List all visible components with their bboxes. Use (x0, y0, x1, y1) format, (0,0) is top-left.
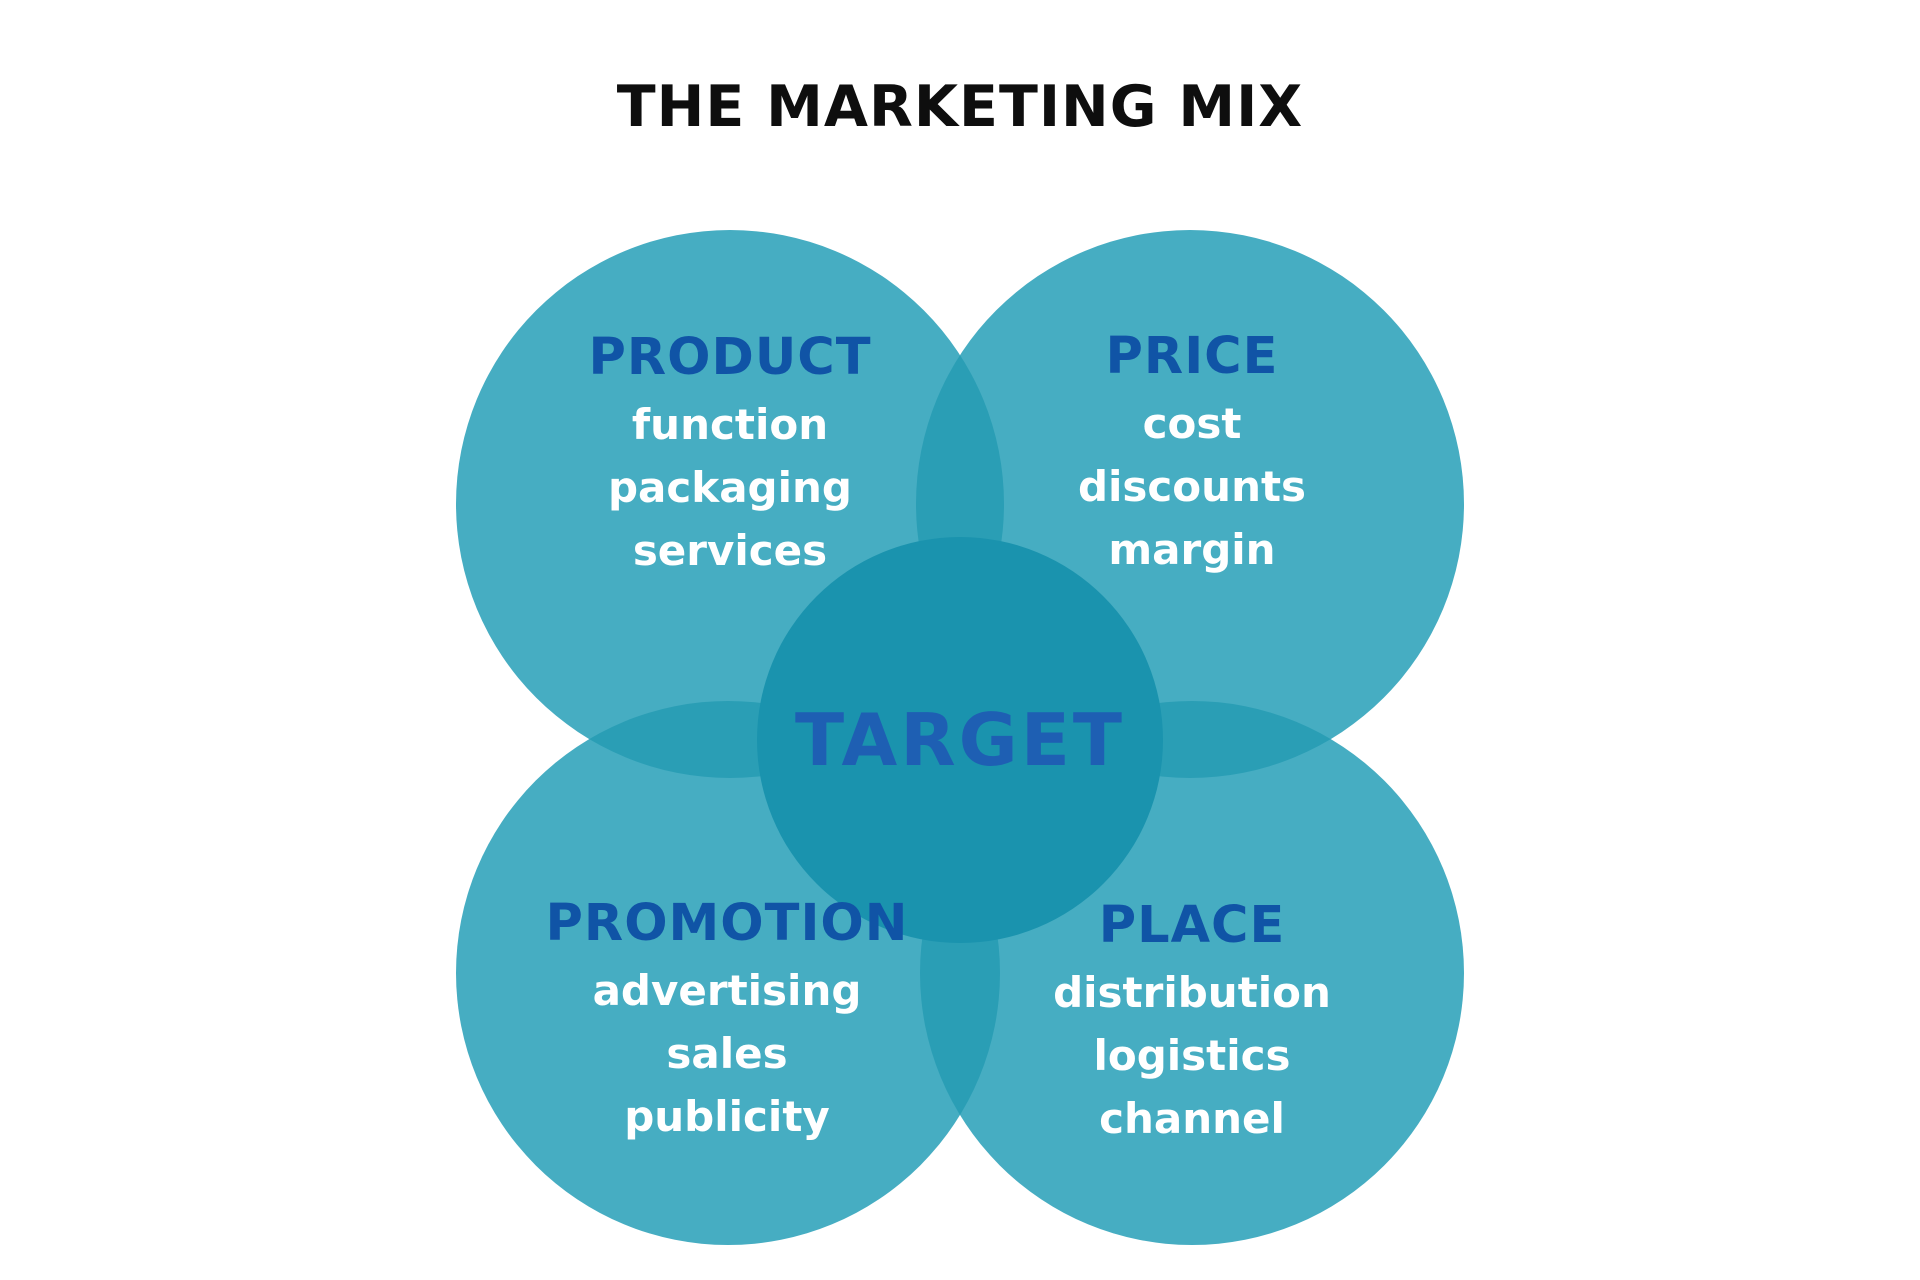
place-heading: PLACE (1098, 896, 1286, 955)
product-heading: PRODUCT (588, 328, 872, 387)
product-section: PRODUCT function packaging services (589, 323, 872, 582)
price-section: PRICE cost discounts margin (1078, 322, 1306, 581)
product-item-packaging: packaging (607, 463, 852, 512)
price-item-margin: margin (1108, 525, 1276, 574)
place-item-distribution: distribution (1053, 968, 1331, 1017)
product-item-function: function (631, 400, 829, 449)
promotion-heading: PROMOTION (545, 894, 909, 953)
promotion-section: PROMOTION advertising sales publicity (546, 889, 909, 1148)
promotion-item-publicity: publicity (624, 1092, 830, 1141)
price-item-discounts: discounts (1077, 462, 1307, 511)
price-heading: PRICE (1105, 327, 1279, 386)
place-section: PLACE distribution logistics channel (1053, 891, 1331, 1150)
page-title: THE MARKETING MIX (616, 74, 1304, 140)
target-circle (757, 537, 1163, 943)
target-label: TARGET (794, 698, 1126, 782)
price-item-cost: cost (1142, 399, 1242, 448)
product-item-services: services (632, 526, 828, 575)
place-item-channel: channel (1099, 1094, 1285, 1143)
promotion-item-sales: sales (666, 1029, 788, 1078)
place-item-logistics: logistics (1093, 1031, 1291, 1080)
promotion-item-advertising: advertising (592, 966, 862, 1015)
